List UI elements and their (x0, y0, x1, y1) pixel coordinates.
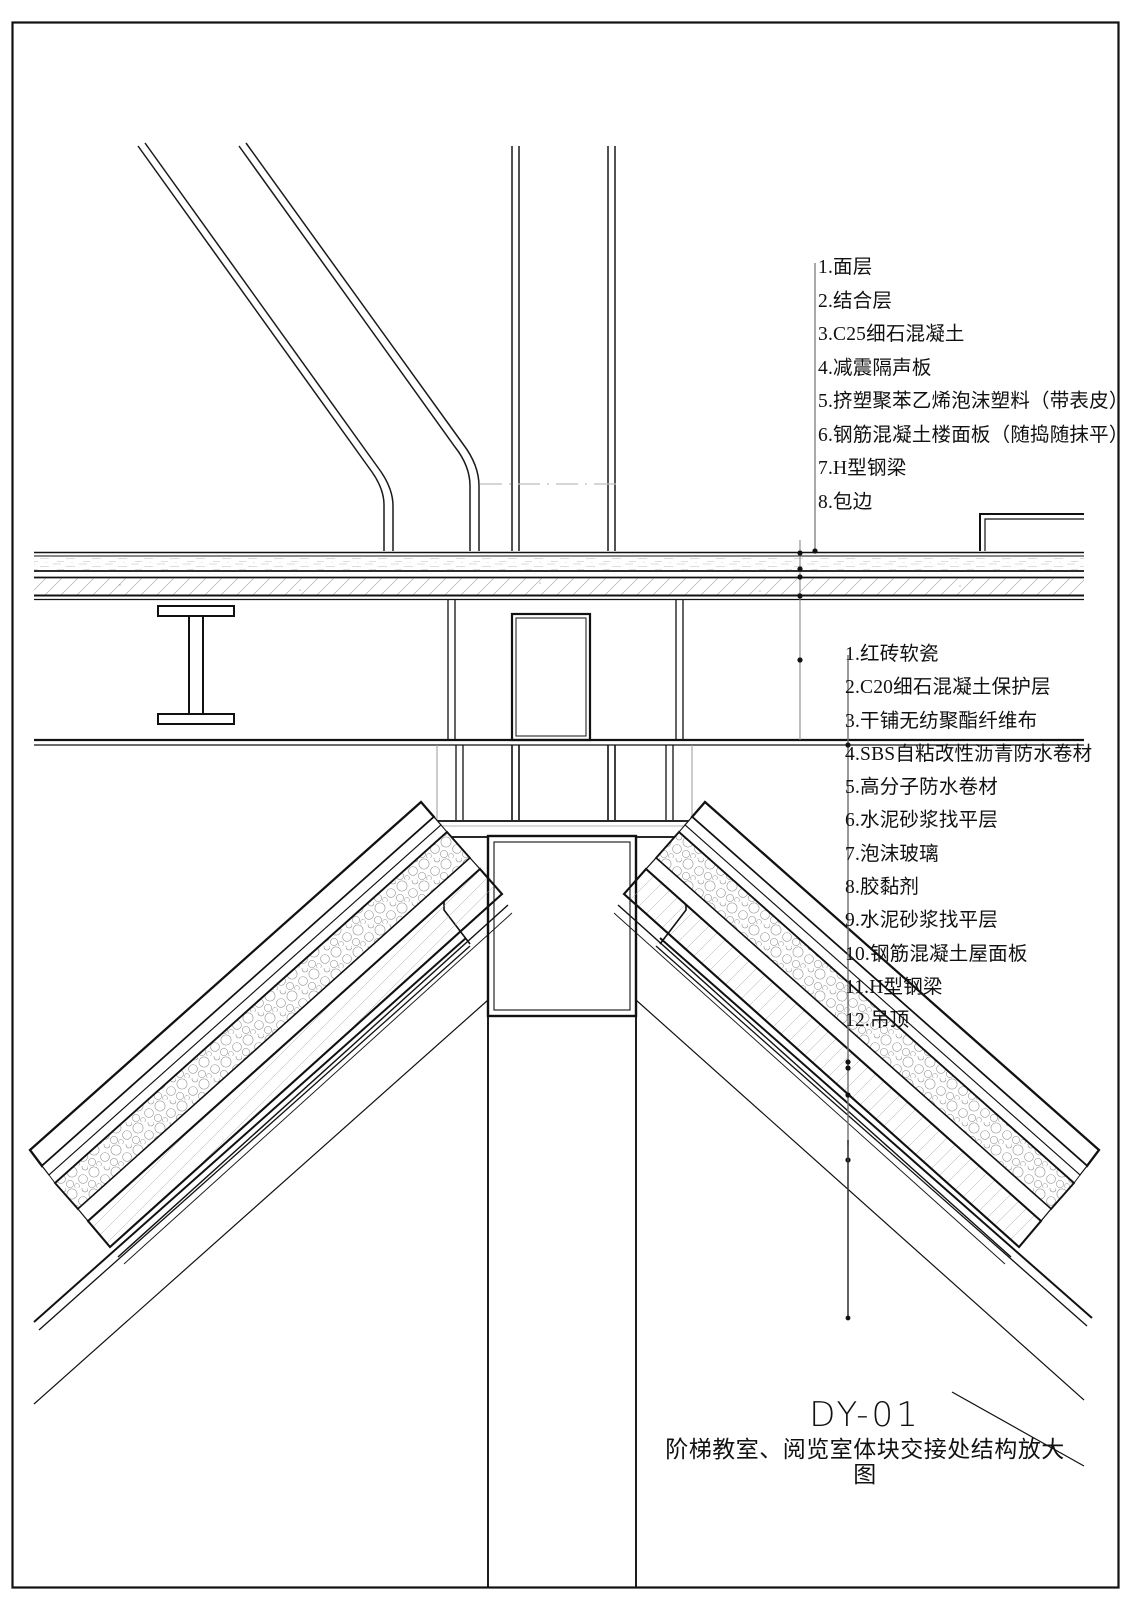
legend-roof-leader (700, 655, 1084, 1321)
legend-roof-construction: 1.红砖软瓷 2.C20细石混凝土保护层 3.干铺无纺聚酯纤维布 4.SBS自粘… (845, 645, 1092, 1045)
legend-floor-item-2: 2.结合层 (818, 290, 893, 312)
legend-roof-item-11: 11.H型钢梁 (845, 976, 943, 998)
h-steel-beam-section (157, 605, 235, 725)
legend-roof-item-5: 5.高分子防水卷材 (845, 777, 998, 799)
legend-roof-item-8: 8.胶黏剂 (845, 877, 920, 899)
legend-floor-construction: 1.面层 2.结合层 3.C25细石混凝土 4.减震隔声板 5.挤塑聚苯乙烯泡沫… (818, 258, 1129, 526)
suspended-ceiling-left (33, 937, 489, 1405)
upper-sloped-members (137, 142, 480, 551)
floor-slab-assembly (34, 551, 1084, 601)
suspended-ceiling-right (635, 937, 1093, 1401)
legend-roof-item-9: 9.水泥砂浆找平层 (845, 910, 998, 932)
drawing-code: DY-01 (809, 1395, 921, 1435)
roof-slope-left (28, 800, 513, 1265)
drawing-title: 阶梯教室、阅览室体块交接处结构放大图 (665, 1436, 1065, 1487)
beam-web-below-ceiling (436, 745, 693, 820)
legend-roof-item-3: 3.干铺无纺聚酯纤维布 (845, 710, 1038, 732)
legend-roof-item-1: 1.红砖软瓷 (845, 644, 939, 665)
upper-wall-shaft (511, 146, 616, 551)
legend-roof-item-12: 12.吊顶 (845, 1010, 910, 1032)
legend-roof-item-2: 2.C20细石混凝土保护层 (845, 677, 1051, 699)
legend-roof-item-4: 4.SBS自粘改性沥青防水卷材 (845, 743, 1093, 765)
column-box-upper (510, 612, 592, 742)
slab-edge-upstand (979, 513, 1084, 551)
sheet-border (11, 21, 1120, 1589)
legend-floor-item-4: 4.减震隔声板 (818, 357, 932, 379)
legend-roof-item-7: 7.泡沫玻璃 (845, 843, 939, 865)
legend-floor-item-8: 8.包边 (818, 491, 873, 513)
title-block: DY-01 阶梯教室、阅览室体块交接处结构放大图 (660, 1395, 1070, 1487)
legend-floor-item-6: 6.钢筋混凝土楼面板（随捣随抹平） (818, 424, 1129, 446)
legend-floor-leader (797, 263, 818, 740)
legend-floor-item-5: 5.挤塑聚苯乙烯泡沫塑料（带表皮） (818, 391, 1129, 412)
legend-floor-item-1: 1.面层 (818, 257, 873, 278)
legend-floor-item-7: 7.H型钢梁 (818, 458, 907, 479)
legend-roof-item-6: 6.水泥砂浆找平层 (845, 810, 998, 832)
legend-roof-item-10: 10.钢筋混凝土屋面板 (845, 943, 1028, 965)
ridge-column (486, 834, 638, 1588)
title-leader-line (951, 1391, 1085, 1467)
legend-floor-item-3: 3.C25细石混凝土 (818, 324, 965, 345)
